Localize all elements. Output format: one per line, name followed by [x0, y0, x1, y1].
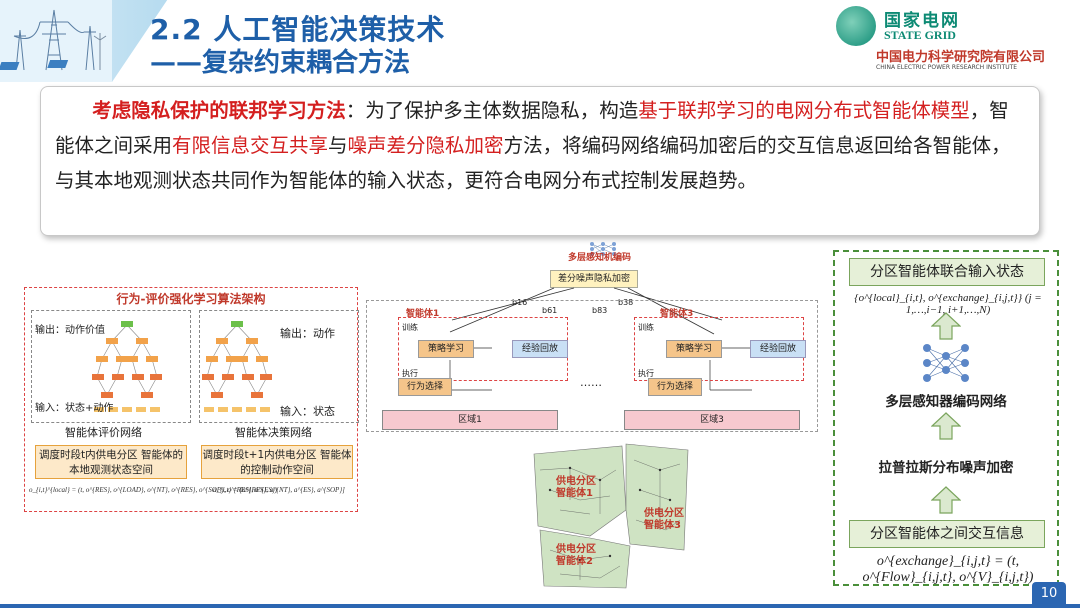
actor-critic-architecture-figure: 行为-评价强化学习算法架构 输出：动作价值 输入：状态+动作 智能体评价网络 调… — [24, 287, 359, 512]
agent3-replay-box: 经验回放 — [750, 340, 806, 358]
agent3-exec-label: 执行 — [638, 369, 654, 378]
label-b38: b38 — [618, 298, 634, 307]
region1-box: 区域1 — [382, 410, 558, 430]
critic-output-label: 输出：动作价值 — [35, 325, 105, 336]
intro-highlight-2: 有限信息交互共享 — [172, 134, 329, 157]
critic-network-diagram — [92, 321, 162, 412]
actor-caption: 智能体决策网络 — [235, 426, 312, 439]
slide-title: 2.2 人工智能决策技术 — [150, 13, 446, 46]
intro-text-4: 方法，将编码网络编码加密后的交互信息返回给各智能体，与其本地观测状态共同作为智能… — [55, 134, 1011, 192]
intro-text-1: ：为了保护多主体数据隐私，构造 — [345, 99, 639, 122]
actor-network: 输出：动作 输入：状态 — [199, 310, 359, 423]
joint-input-formula: {o^{local}_{i,t}, o^{exchange}_{i,j,t}} … — [854, 292, 1042, 316]
intro-paragraph: 考虑隐私保护的联邦学习方法：为了保护多主体数据隐私，构造基于联邦学习的电网分布式… — [55, 93, 1025, 198]
header-title-panel — [112, 0, 802, 82]
distribution-network-map: 供电分区 智能体1 供电分区 智能体3 供电分区 智能体2 — [530, 440, 690, 590]
actor-output-label: 输出：动作 — [280, 327, 335, 340]
critic-network: 输出：动作价值 输入：状态+动作 — [31, 310, 191, 423]
actor-input-label: 输入：状态 — [280, 405, 335, 418]
intro-text-3: 与 — [328, 134, 348, 157]
joint-input-state-box: 分区智能体联合输入状态 — [849, 258, 1045, 286]
slide-header: 2.2 人工智能决策技术 ——复杂约束耦合方法 国家电网 STATE GRID … — [0, 0, 1080, 82]
slide-subtitle: ——复杂约束耦合方法 — [150, 48, 411, 78]
critic-formula: o_{i,t}^{local} = (t, o^{RES}, o^{LOAD},… — [29, 486, 278, 494]
ellipsis: …… — [580, 376, 602, 389]
critic-input-label: 输入：状态+动作 — [35, 403, 114, 414]
actor-formula: a_{i,t} = [a^{RES}, a^{NT}, a^{ES}, a^{S… — [213, 486, 345, 494]
state-grid-emblem-icon — [836, 6, 876, 46]
footer-line — [0, 604, 1080, 608]
critic-state-box: 调度时段t内供电分区 智能体的本地观测状态空间 — [35, 445, 187, 479]
noise-encryption-box: 差分噪声隐私加密 — [550, 270, 638, 288]
org-logo: 国家电网 STATE GRID 中国电力科学研究院有限公司 CHINA ELEC… — [830, 0, 1080, 82]
map-label-agent2: 供电分区 智能体2 — [556, 544, 596, 567]
agent3-label: 智能体3 — [660, 309, 694, 319]
actor-network-diagram — [202, 321, 272, 412]
agent3-action-select-box: 行为选择 — [648, 378, 702, 396]
exchange-formula: o^{exchange}_{i,j,t} = (t, o^{Flow}_{i,j… — [862, 554, 1034, 585]
mlp-encoder-label: 多层感知机编码 — [568, 253, 632, 263]
agent1-label: 智能体1 — [406, 309, 440, 319]
logo-en: STATE GRID — [884, 28, 956, 42]
agent1-replay-box: 经验回放 — [512, 340, 568, 358]
arrow-up-icon — [931, 412, 961, 440]
actor-action-box: 调度时段t+1内供电分区 智能体的控制动作空间 — [201, 445, 353, 479]
agent3-policy-box: 策略学习 — [666, 340, 722, 358]
logo-cn: 国家电网 — [884, 11, 960, 31]
mlp-encoder-network-label: 多层感知器编码网络 — [885, 394, 1007, 410]
intro-text-2: ，智能体之间采用 — [55, 99, 1009, 157]
arrow-up-icon — [931, 486, 961, 514]
intro-lead: 考虑隐私保护的联邦学习方法 — [92, 99, 346, 122]
intro-highlight-3: 噪声差分隐私加密 — [347, 134, 504, 157]
agent1-action-select-box: 行为选择 — [398, 378, 452, 396]
connection-lines — [449, 287, 752, 391]
page-number: 10 — [1032, 582, 1066, 606]
org-name-en: CHINA ELECTRIC POWER RESEARCH INSTITUTE — [876, 64, 1018, 71]
arrow-up-icon — [931, 312, 961, 340]
org-name: 中国电力科学研究院有限公司 — [876, 50, 1046, 65]
power-tower-illustration — [0, 0, 112, 82]
map-label-agent1: 供电分区 智能体1 — [556, 476, 596, 499]
label-b83: b83 — [592, 306, 608, 315]
agent1-exec-label: 执行 — [402, 369, 418, 378]
federated-agents-diagram: 多层感知机编码 差分噪声隐私加密 b16 b38 b61 b83 智能体1 训练… — [362, 240, 822, 440]
mlp-encoder-icon — [590, 242, 616, 256]
critic-caption: 智能体评价网络 — [65, 426, 142, 439]
partition-map-graphic — [533, 443, 689, 589]
laplace-noise-label: 拉普拉斯分布噪声加密 — [878, 460, 1014, 476]
exchange-info-box: 分区智能体之间交互信息 — [849, 520, 1045, 548]
label-b61: b61 — [542, 306, 558, 315]
agent1-policy-box: 策略学习 — [418, 340, 474, 358]
map-label-agent3: 供电分区 智能体3 — [644, 508, 684, 531]
mlp-network-icon — [923, 344, 969, 382]
actor-critic-title: 行为-评价强化学习算法架构 — [116, 292, 266, 306]
intro-highlight-1: 基于联邦学习的电网分布式智能体模型 — [638, 99, 970, 122]
agent1-train-label: 训练 — [402, 323, 418, 332]
agent3-train-label: 训练 — [638, 323, 654, 332]
intro-textbox: 考虑隐私保护的联邦学习方法：为了保护多主体数据隐私，构造基于联邦学习的电网分布式… — [40, 86, 1040, 236]
agents-frame — [366, 300, 818, 432]
region3-box: 区域3 — [624, 410, 800, 430]
privacy-encoding-pipeline: 分区智能体联合输入状态 {o^{local}_{i,t}, o^{exchang… — [833, 250, 1059, 586]
label-b16: b16 — [512, 298, 528, 307]
